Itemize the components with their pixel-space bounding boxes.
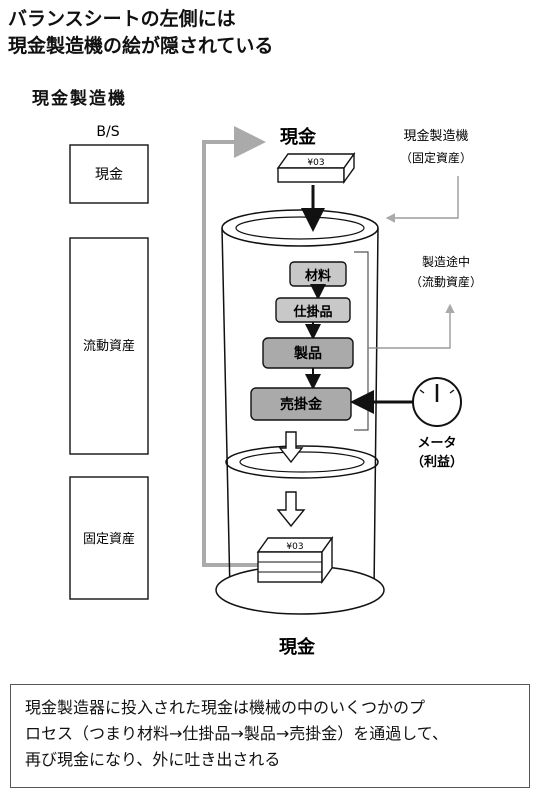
label-fixed-assets: （固定資産） <box>400 150 472 165</box>
svg-text:製品: 製品 <box>293 345 322 362</box>
svg-text:¥03: ¥03 <box>286 542 303 552</box>
label-current-assets: （流動資産） <box>410 274 482 289</box>
meter-gauge-icon <box>412 377 462 427</box>
bs-cash-box <box>69 144 149 204</box>
label-in-production: 製造途中 <box>422 254 470 269</box>
title-line-1: バランスシートの左側には <box>8 8 236 30</box>
stage-receivables: 売掛金 <box>250 387 352 421</box>
fixed-assets-pointer <box>385 176 459 223</box>
bs-fixed-assets-label: 固定資産 <box>83 531 135 547</box>
bs-current-assets-box <box>69 237 149 455</box>
stage-materials: 材料 <box>289 261 347 287</box>
cash-bottom-label: 現金 <box>279 636 316 658</box>
bs-cash-label: 現金 <box>95 167 123 183</box>
stage-work-in-progress: 仕掛品 <box>275 297 351 323</box>
svg-text:材料: 材料 <box>305 268 331 284</box>
caption-line-1: 現金製造器に投入された現金は機械の中のいくつかのプ <box>25 698 426 717</box>
down-arrow-icon <box>276 491 306 528</box>
title-line-2: 現金製造機の絵が隠されている <box>8 35 274 57</box>
down-arrow-icon <box>278 431 304 464</box>
caption-line-2: ロセス（つまり材料→仕掛品→製品→売掛金）を通過して、 <box>25 724 448 743</box>
svg-text:売掛金: 売掛金 <box>280 396 323 413</box>
caption-box: 現金製造器に投入された現金は機械の中のいくつかのプ ロセス（つまり材料→仕掛品→… <box>10 684 530 788</box>
return-loop-arrow <box>202 126 268 567</box>
cash-bundle-bottom-icon: ¥03 <box>256 535 334 585</box>
page-title: バランスシートの左側には 現金製造機の絵が隠されている <box>8 6 273 60</box>
cash-machine-diagram: B/S 現金 流動資産 固定資産 現金 ¥03 材料 仕掛品 製品 <box>69 124 482 658</box>
label-cash-machine: 現金製造機 <box>403 128 468 144</box>
svg-text:仕掛品: 仕掛品 <box>292 304 332 320</box>
stage-products: 製品 <box>262 337 354 369</box>
bs-current-assets-label: 流動資産 <box>83 338 135 354</box>
bs-header: B/S <box>96 124 119 140</box>
bs-fixed-assets-box <box>69 476 149 600</box>
cash-top-label: 現金 <box>280 126 317 148</box>
current-assets-pointer <box>368 303 455 349</box>
current-assets-bracket <box>354 251 369 431</box>
svg-text:¥03: ¥03 <box>307 158 324 168</box>
meter-label: メータ <box>417 436 456 451</box>
meter-profit-label: （利益） <box>411 454 463 470</box>
machine-title: 現金製造機 <box>32 89 127 109</box>
caption-line-3: 再び現金になり、外に吐き出される <box>25 750 281 769</box>
cash-bundle-top-icon: ¥03 <box>276 151 356 185</box>
